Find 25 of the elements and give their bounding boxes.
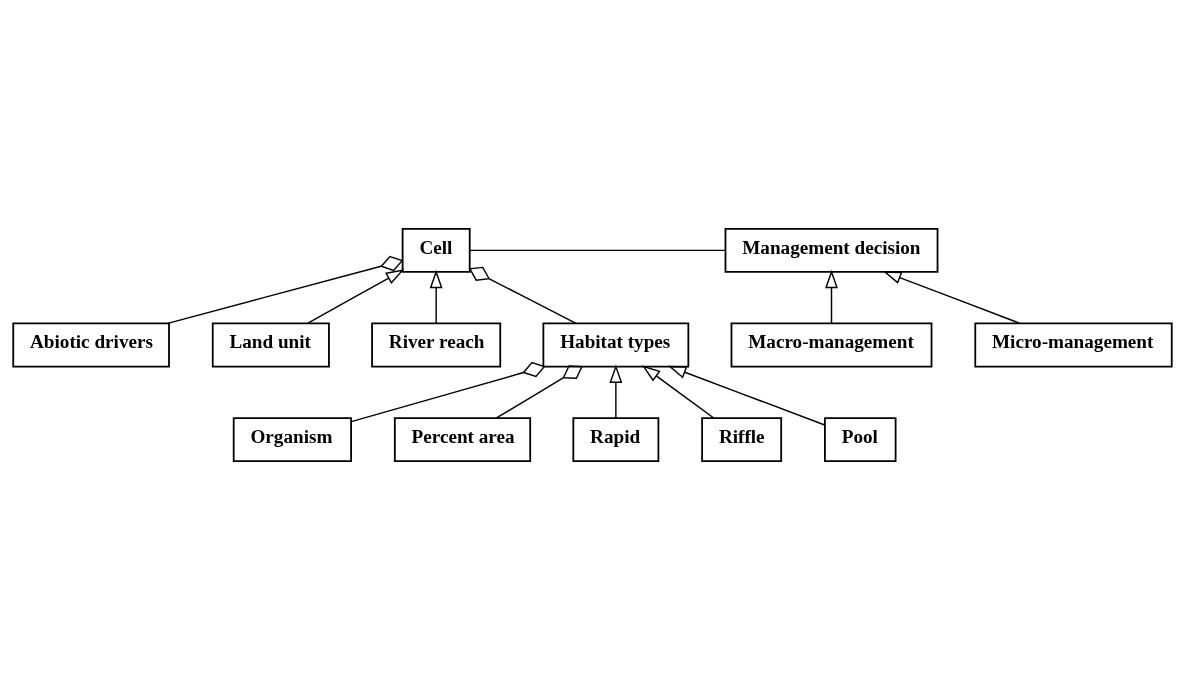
node-box: Micro-management xyxy=(974,322,1173,368)
arrow xyxy=(667,365,826,426)
connector xyxy=(495,365,584,419)
node-box: Land unit xyxy=(211,322,330,368)
node-box: Percent area xyxy=(393,417,532,463)
node-box: Habitat types xyxy=(542,322,690,368)
connector xyxy=(469,249,726,252)
arrow xyxy=(641,365,715,419)
arrow xyxy=(609,364,623,419)
node-box: Management decision xyxy=(724,227,939,273)
node-box: Pool xyxy=(824,417,897,463)
node-box: River reach xyxy=(371,322,502,368)
node-box: Organism xyxy=(232,417,352,463)
arrow xyxy=(883,271,1021,325)
node-box: Rapid xyxy=(572,417,660,463)
arrow xyxy=(429,269,443,325)
node-box: Cell xyxy=(401,227,471,273)
connector xyxy=(468,266,577,325)
connector xyxy=(167,255,404,325)
node-box: Macro-management xyxy=(730,322,933,368)
node-box: Riffle xyxy=(701,417,783,463)
node-box: Abiotic drivers xyxy=(12,322,170,368)
connector xyxy=(350,361,546,423)
arrow xyxy=(825,269,838,325)
arrow xyxy=(306,269,405,325)
